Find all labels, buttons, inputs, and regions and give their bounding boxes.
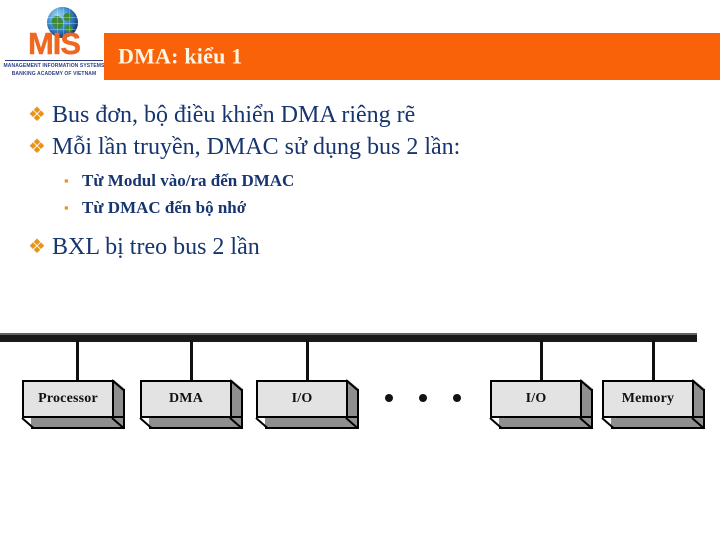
diamond-bullet-icon: ❖ [28,136,46,158]
dot [453,394,461,402]
node-dma: DMA [139,379,244,430]
diamond-bullet-icon: ❖ [28,236,46,258]
slide-header: DMA: kiểu 1 MIS MANAGEMENT INFORMATION S… [0,0,720,92]
node-processor: Processor [21,379,126,430]
square-bullet-icon: ▪ [64,173,69,188]
bus-connector [652,340,655,386]
dot [419,394,427,402]
sub-bullet-group: ▪ Từ Modul vào/ra đến DMAC ▪ Từ DMAC đến… [28,168,692,220]
node-label: Processor [38,391,98,406]
bullet-text: Bus đơn, bộ điều khiển DMA riêng rẽ [52,102,416,128]
globe-icon [47,7,78,38]
page-title: DMA: kiểu 1 [118,42,243,68]
node-label: I/O [525,391,547,406]
system-bus-line [0,333,697,342]
sub-bullet-item-2: ▪ Từ DMAC đến bộ nhớ [28,195,692,220]
sub-bullet-item-1: ▪ Từ Modul vào/ra đến DMAC [28,168,692,193]
logo-divider [5,60,103,61]
bullet-text: BXL bị treo bus 2 lần [52,234,260,260]
bullet-text: Mỗi lần truyền, DMAC sử dụng bus 2 lần: [52,134,461,160]
logo-subtitle-line2: BANKING ACADEMY OF VIETNAM [11,71,97,77]
dma-bus-diagram: Processor DMA I/O [0,320,720,460]
node-io-1: I/O [255,379,360,430]
dot [385,394,393,402]
logo-wordmark: MIS [27,26,82,61]
bus-connector [540,340,543,386]
bullet-item-1: ❖ Bus đơn, bộ điều khiển DMA riêng rẽ [28,100,692,130]
node-label: I/O [291,391,313,406]
ellipsis-dots [385,394,461,402]
bullet-item-2: ❖ Mỗi lần truyền, DMAC sử dụng bus 2 lần… [28,132,692,162]
logo-subtitle-line1: MANAGEMENT INFORMATION SYSTEMS [3,63,105,69]
mis-logo: MIS MANAGEMENT INFORMATION SYSTEMS BANKI… [2,2,106,84]
bullet-item-3: ❖ BXL bị treo bus 2 lần [28,232,692,262]
bus-connector [76,340,79,386]
diamond-bullet-icon: ❖ [28,104,46,126]
square-bullet-icon: ▪ [64,200,69,215]
node-io-2: I/O [489,379,594,430]
title-band: DMA: kiểu 1 [104,33,720,80]
sub-bullet-text: Từ DMAC đến bộ nhớ [82,198,247,217]
bus-connector [190,340,193,386]
sub-bullet-text: Từ Modul vào/ra đến DMAC [82,171,295,190]
node-memory: Memory [601,379,706,430]
node-label: DMA [168,391,204,406]
node-label: Memory [621,391,675,406]
bus-connector [306,340,309,386]
bullet-list: ❖ Bus đơn, bộ điều khiển DMA riêng rẽ ❖ … [28,100,692,264]
